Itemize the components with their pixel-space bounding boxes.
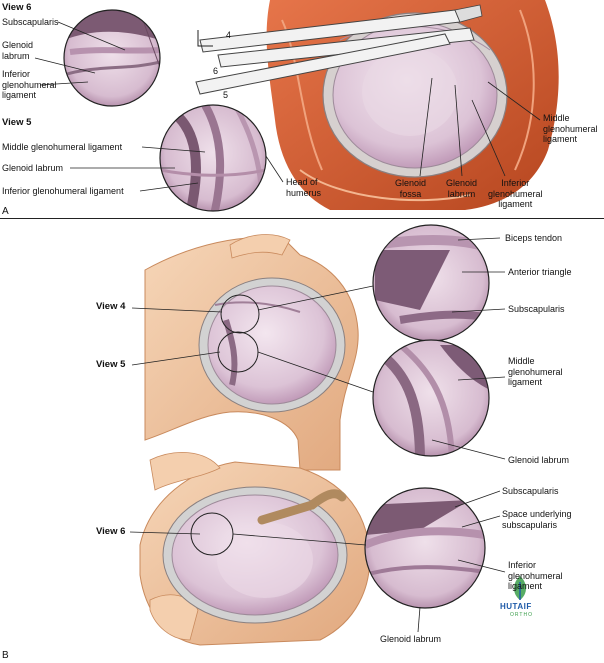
view-4-label: View 4 xyxy=(96,301,126,312)
view-6-subscapularis-label: Subscapularis xyxy=(2,17,59,27)
middle-glenohumeral-ligament-label: Middle glenohumeral ligament xyxy=(543,113,598,144)
watermark-logo xyxy=(514,576,526,600)
inferior-glenohumeral-ligament-label: Inferior glenohumeral ligament xyxy=(488,178,543,209)
watermark-sub: ORTHO xyxy=(510,612,533,618)
glenoid-labrum-bottom-label: Glenoid labrum xyxy=(380,634,442,644)
panel-divider xyxy=(0,218,604,219)
view-6-scope xyxy=(63,9,161,107)
view-5-middle-ligament-label: Middle glenohumeral ligament xyxy=(2,142,123,152)
view-5-title: View 5 xyxy=(2,117,32,128)
panel-a-leaders xyxy=(261,77,541,183)
portal-5-label: 5 xyxy=(223,90,229,100)
view-6-title: View 6 xyxy=(2,2,32,13)
middle-glenohumeral-ligament-b-label: Middle glenohumeral ligament xyxy=(508,356,563,387)
anterior-triangle-label: Anterior triangle xyxy=(508,267,572,277)
glenoid-labrum-label: Glenoid labrum xyxy=(446,178,478,199)
panel-a-instruments xyxy=(195,4,483,95)
panel-b-letter: B xyxy=(2,650,9,661)
panel-b-lower-shoulder xyxy=(139,452,371,646)
biceps-tendon-label: Biceps tendon xyxy=(505,233,563,243)
view-6b-scope xyxy=(364,487,486,609)
view-5-glenoid-labrum-label: Glenoid labrum xyxy=(2,163,64,173)
view-5b-scope xyxy=(372,339,490,457)
panel-b-upper-leaders xyxy=(131,237,506,460)
portal-6-label: 6 xyxy=(213,66,219,76)
view-4-scope xyxy=(372,224,490,342)
watermark-name: HUTAIF xyxy=(500,602,532,611)
head-of-humerus-label: Head of humerus xyxy=(286,177,322,198)
view-5-inferior-ligament-label: Inferior glenohumeral ligament xyxy=(2,186,124,196)
panel-b-lower-leaders xyxy=(129,490,506,633)
space-underlying-subscapularis-label: Space underlying subscapularis xyxy=(502,509,572,530)
view-6-inferior-ligament-label: Inferior glenohumeral ligament xyxy=(2,69,57,100)
subscapularis-bottom-label: Subscapularis xyxy=(502,486,559,496)
panel-b-upper-shoulder xyxy=(144,234,359,471)
inferior-glenohumeral-ligament-b-label: Inferior glenohumeral ligament xyxy=(508,560,563,591)
portal-4-label: 4 xyxy=(226,30,232,40)
view-5-scope xyxy=(159,104,267,212)
view-6-label: View 6 xyxy=(96,526,126,537)
glenoid-fossa-label: Glenoid fossa xyxy=(395,178,427,199)
panel-a-view-leaders xyxy=(34,21,206,192)
panel-a-letter: A xyxy=(2,206,9,217)
view-6-glenoid-labrum-label: Glenoid labrum xyxy=(2,40,34,61)
glenoid-labrum-mid-label: Glenoid labrum xyxy=(508,455,570,465)
view-5-label: View 5 xyxy=(96,359,126,370)
subscapularis-top-label: Subscapularis xyxy=(508,304,565,314)
